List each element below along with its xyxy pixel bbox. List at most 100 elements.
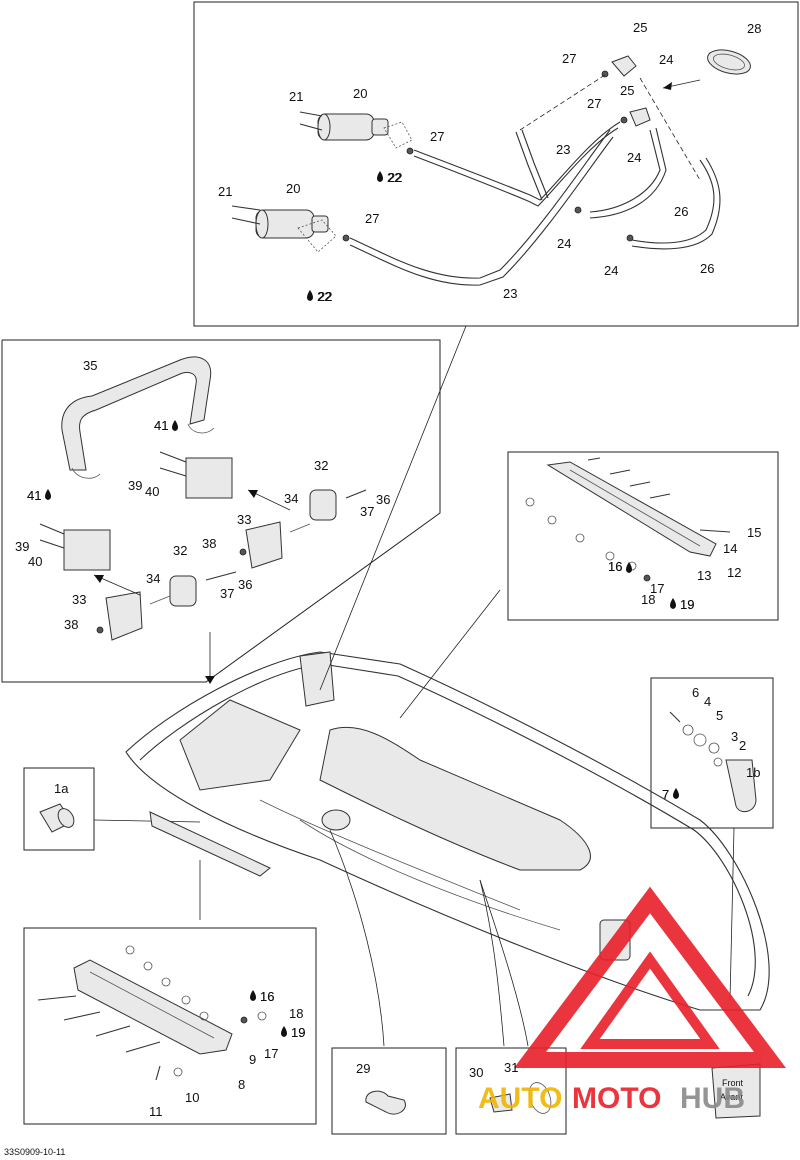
watermark-logo: AUTO MOTO HUB [478, 886, 786, 1115]
callout: 39 [128, 478, 142, 493]
callout: 28 [747, 21, 761, 36]
bilge-pump-upper [299, 111, 414, 155]
callout: 27 [365, 211, 379, 226]
callout: 11 [149, 1104, 163, 1119]
callout: 33 [72, 592, 86, 607]
drop-label: 41 [27, 488, 41, 503]
callout: 9 [249, 1052, 256, 1067]
lower-rail-box [23, 927, 317, 1125]
drop-label: 19 [291, 1025, 305, 1040]
callout: 40 [145, 484, 159, 499]
callout: 33 [237, 512, 251, 527]
callout: 8 [238, 1077, 245, 1092]
decal-avant: Avant [720, 1092, 743, 1102]
callout: 27 [562, 51, 576, 66]
callout: 15 [747, 525, 761, 540]
callout: 36 [376, 492, 390, 507]
callout-labels: 21 20 27 22 21 20 27 22 27 25 24 28 25 2… [15, 20, 761, 1119]
callout: 25 [633, 20, 647, 35]
callout: 24 [659, 52, 673, 67]
callout: 38 [202, 536, 216, 551]
callout: 23 [556, 142, 570, 157]
drop-icon [307, 290, 313, 301]
callout: 39 [15, 539, 29, 554]
callout: 27 [430, 129, 444, 144]
drop-icon [377, 171, 383, 182]
reference-code: 33S0909-10-11 [4, 1147, 65, 1157]
callout: 23 [503, 286, 517, 301]
watermark-auto: AUTO [478, 1082, 562, 1115]
sealant-drops: 22 22 41 41 16 19 7 16 19 [27, 170, 694, 1040]
callout: 18 [641, 592, 655, 607]
callout: 31 [504, 1060, 518, 1075]
drop-label: 41 [154, 418, 168, 433]
drop-icon [626, 562, 632, 573]
callout: 41 [154, 418, 168, 433]
callout: 30 [469, 1065, 483, 1080]
callout: 3 [731, 729, 738, 744]
callout: 37 [360, 504, 374, 519]
callout: 10 [185, 1090, 199, 1105]
callout: 4 [704, 694, 711, 709]
callout: 24 [604, 263, 618, 278]
callout: 1a [54, 781, 69, 796]
callout: 5 [716, 708, 723, 723]
clip-box [331, 1047, 447, 1135]
drop-icon [45, 489, 51, 500]
drop-icon [281, 1026, 287, 1037]
callout: 22 [318, 289, 332, 304]
callout: 7 [662, 787, 669, 802]
drop-icon [172, 420, 178, 431]
watermark-moto: MOTO [572, 1082, 661, 1115]
callout: 26 [700, 261, 714, 276]
drop-label: 7 [662, 787, 669, 802]
callout: 29 [356, 1061, 370, 1076]
callout: 1b [746, 765, 760, 780]
drop-icon [673, 788, 679, 799]
drop-label: 22 [387, 170, 401, 185]
watermark-hub: HUB [680, 1082, 745, 1115]
callout: 2 [739, 738, 746, 753]
callout: 18 [289, 1006, 303, 1021]
callout: 20 [286, 181, 300, 196]
callout: 34 [284, 491, 298, 506]
callout: 34 [146, 571, 160, 586]
eyelet-box [650, 677, 774, 1001]
callout: 27 [587, 96, 601, 111]
drop-label: 16 [260, 989, 274, 1004]
callout: 20 [353, 86, 367, 101]
callout: 12 [727, 565, 741, 580]
drop-label: 22 [317, 289, 331, 304]
drop-icon [250, 990, 256, 1001]
callout: 14 [723, 541, 737, 556]
drop-label: 16 [608, 559, 622, 574]
rivet-tie-box [455, 1047, 567, 1135]
callout: 16 [608, 559, 622, 574]
callout: 40 [28, 554, 42, 569]
callout: 19 [291, 1025, 305, 1040]
callout: 24 [627, 150, 641, 165]
plug-box [23, 767, 201, 851]
callout: 38 [64, 617, 78, 632]
callout: 17 [650, 581, 664, 596]
callout: 32 [173, 543, 187, 558]
callout: 13 [697, 568, 711, 583]
drop-icon [670, 598, 676, 609]
callout: 32 [314, 458, 328, 473]
vent-cap [707, 49, 751, 75]
bilge-pump-lower [231, 205, 350, 253]
hull-deck: Front Avant [125, 325, 770, 1119]
callout: 25 [620, 83, 634, 98]
drop-label: 19 [680, 597, 694, 612]
decal-front: Front [722, 1078, 744, 1088]
callout: 21 [218, 184, 232, 199]
callout: 22 [388, 170, 402, 185]
callout: 24 [557, 236, 571, 251]
callout: 35 [83, 358, 97, 373]
handle-support-box [1, 339, 441, 684]
right-rail-box [399, 451, 779, 719]
callout: 36 [238, 577, 252, 592]
callout: 6 [692, 685, 699, 700]
callout: 19 [680, 597, 694, 612]
